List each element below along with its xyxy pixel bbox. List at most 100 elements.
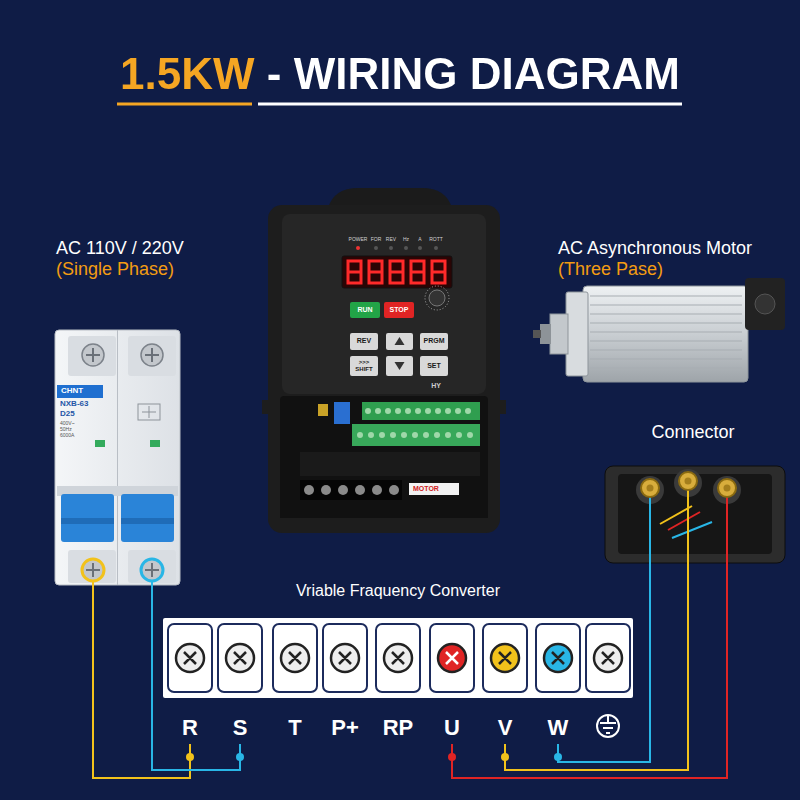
node-heading: SET [421, 362, 447, 370]
terminal: RP [375, 622, 421, 744]
terminal: P+ [322, 622, 368, 744]
frequency-converter-part [304, 485, 314, 495]
frequency-converter [262, 188, 506, 533]
node-heading: >>> SHIFT [351, 359, 377, 373]
node-heading: REV [351, 337, 377, 345]
node-heading: P+ [322, 715, 368, 740]
circuit-breaker-part [151, 581, 153, 589]
motor-connector-part [685, 478, 692, 485]
part-label: MOTOR [413, 485, 439, 493]
motor-connector-part [647, 485, 654, 492]
circuit-breaker-part [82, 344, 104, 366]
terminal: S [217, 622, 263, 744]
keypad-button: REV [350, 333, 378, 350]
part-label: NXB-63 [60, 400, 88, 409]
title-underline [117, 104, 682, 105]
node-subheading: (Three Pase) [558, 259, 786, 280]
circuit-breaker-part [92, 581, 94, 589]
circuit-breaker-part [145, 563, 159, 577]
node-heading: RUN [351, 306, 379, 314]
spindle-motor-part [566, 292, 588, 376]
frequency-converter-part [280, 518, 488, 524]
frequency-converter-part [321, 485, 331, 495]
keypad-button: SET [420, 356, 448, 376]
part-label: 400V~ [60, 421, 75, 427]
terminal: U [429, 622, 475, 744]
frequency-converter-part [425, 286, 449, 310]
motor-connector-part [672, 522, 712, 538]
terminal-strip: Vriable Fraquency ConverterRSTP+ RP UVW [163, 578, 633, 746]
frequency-converter-part [389, 485, 399, 495]
node-heading: STOP [385, 306, 413, 314]
frequency-converter-part [389, 246, 393, 250]
part-label: HY [431, 382, 441, 390]
frequency-converter-part [418, 246, 422, 250]
frequency-converter-part [282, 214, 486, 394]
frequency-converter-part [300, 480, 402, 500]
motor-connector-part [726, 490, 728, 567]
node-heading: U [429, 715, 475, 740]
circuit-breaker-part [117, 330, 118, 585]
circuit-breaker-part [61, 494, 114, 542]
frequency-converter-part [372, 485, 382, 495]
circuit-breaker-part [141, 559, 163, 581]
frequency-converter-part [262, 400, 270, 414]
spindle-motor-part [755, 294, 775, 314]
part-label: A [418, 237, 421, 243]
terminal: W [535, 622, 581, 744]
wire [152, 588, 240, 770]
frequency-converter-part [318, 404, 328, 416]
circuit-breaker-part [141, 344, 163, 366]
terminal: T [272, 622, 318, 744]
frequency-converter-part [409, 483, 459, 495]
diagram-title: 1.5KW - WIRING DIAGRAM [120, 52, 680, 96]
frequency-converter-part [280, 396, 488, 524]
circuit-breaker-part [142, 406, 156, 418]
part-label: D25 [60, 410, 75, 419]
node-heading: Vriable Fraquency Converter [167, 582, 629, 600]
keypad-button: >>> SHIFT [350, 356, 378, 376]
frequency-converter-part [386, 333, 413, 350]
frequency-converter-part [368, 408, 468, 414]
title-underline-part [117, 103, 252, 106]
terminal-block-part [438, 644, 466, 672]
part-label: CHNT [61, 387, 83, 396]
node-heading: T [272, 715, 318, 740]
connector-box: Connector [600, 418, 786, 566]
circuit-breaker-part [150, 440, 160, 447]
circuit-breaker-part [86, 563, 100, 577]
circuit-breaker-part [95, 440, 105, 447]
node-heading: RP [375, 715, 421, 740]
frequency-converter-part [374, 246, 378, 250]
keypad-button: PRGM [420, 333, 448, 350]
keypad-button: STOP [384, 302, 414, 318]
keypad-button: RUN [350, 302, 380, 318]
part-label: POWER [349, 237, 368, 243]
motor-connector-part [679, 472, 697, 490]
terminal: V [482, 622, 528, 744]
node-heading: V [482, 715, 528, 740]
part-label: FOR [371, 237, 382, 243]
node-heading: AC Asynchronous Motor [558, 238, 786, 259]
circuit-breaker-part [68, 336, 116, 376]
spindle-motor-part [745, 278, 785, 330]
node-heading: AC 110V / 220V [56, 238, 194, 259]
frequency-converter-part [386, 356, 413, 376]
frequency-converter-part [429, 290, 445, 306]
circuit-breaker-part [138, 404, 160, 420]
spindle-motor-part [533, 330, 541, 338]
terminal-block-part [163, 618, 633, 698]
terminal: R [167, 622, 213, 744]
motor-connector-part [668, 512, 700, 530]
frequency-converter-part [338, 485, 348, 495]
frequency-converter-part [404, 246, 408, 250]
frequency-converter-part [498, 400, 506, 414]
circuit-breaker-part [57, 385, 103, 398]
frequency-converter-part [360, 432, 470, 438]
circuit-breaker-part [121, 494, 174, 542]
motor-connector-part [641, 479, 659, 497]
circuit-breaker-part [86, 348, 100, 362]
